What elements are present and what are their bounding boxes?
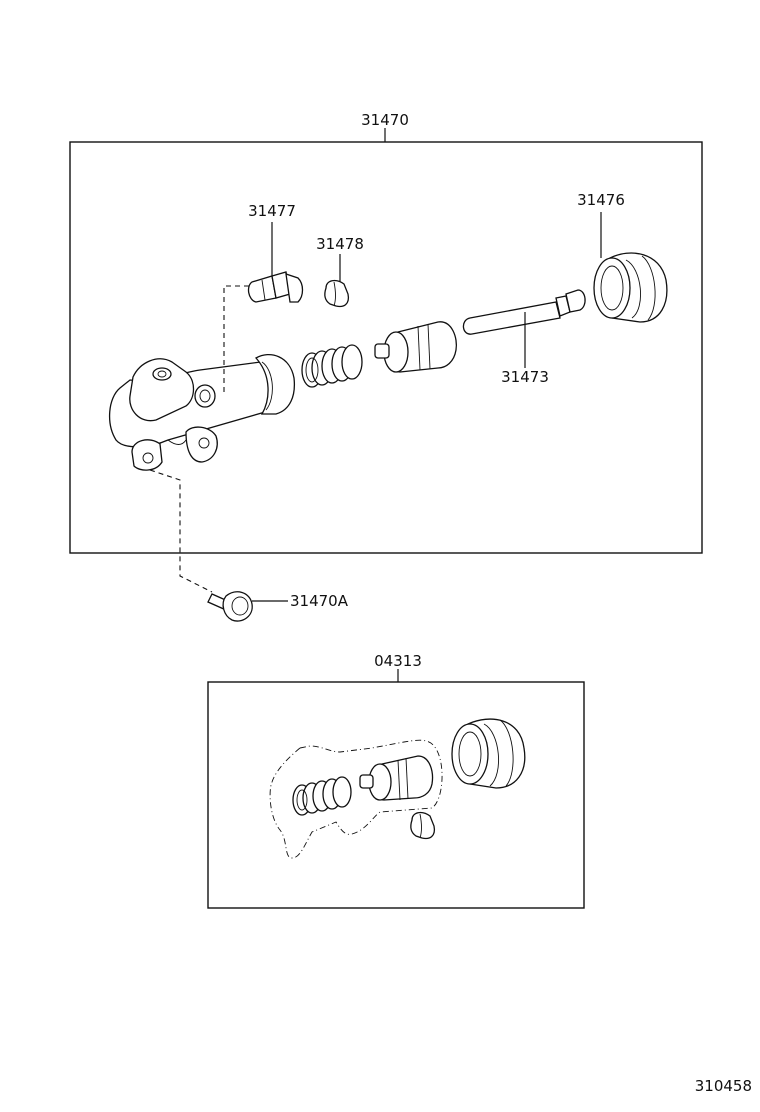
assembly-31470-frame — [69, 141, 703, 554]
bleeder-cap — [324, 279, 350, 308]
label-31470A[interactable]: 31470A — [290, 592, 349, 610]
kit-bleeder-cap — [410, 811, 436, 840]
kit-piston — [359, 755, 434, 801]
diagram-number: 310458 — [695, 1077, 752, 1095]
kit-spring — [292, 776, 352, 816]
label-31477[interactable]: 31477 — [248, 202, 296, 220]
label-31478[interactable]: 31478 — [316, 235, 364, 253]
cylinder-body — [109, 354, 296, 471]
label-31470[interactable]: 31470 — [361, 111, 409, 129]
label-31476[interactable]: 31476 — [577, 191, 625, 209]
label-04313[interactable]: 04313 — [374, 652, 422, 670]
push-rod — [462, 289, 586, 335]
boot — [593, 252, 668, 323]
piston — [374, 321, 458, 373]
repair-kit-04313-frame — [207, 681, 585, 909]
label-31473[interactable]: 31473 — [501, 368, 549, 386]
bleeder-plug — [247, 271, 304, 303]
kit-boot — [451, 718, 526, 789]
spring — [301, 344, 363, 388]
mounting-bolt — [207, 591, 253, 622]
bolt-guide-line — [149, 469, 213, 593]
